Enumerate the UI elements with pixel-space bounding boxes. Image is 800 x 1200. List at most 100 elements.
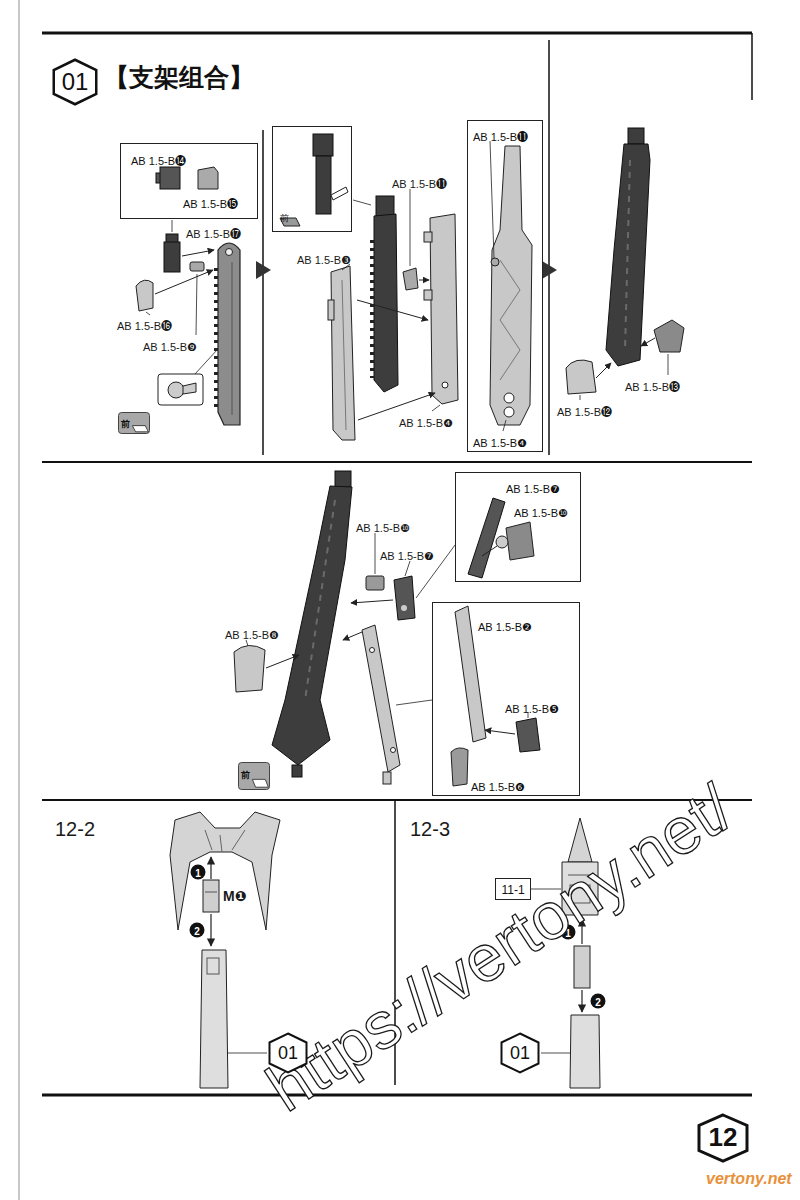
part-label: AB 1.5-B❾ [143,341,197,353]
rail-groove [342,280,346,430]
joint-link [482,546,497,556]
callout-number: 2 [194,926,200,937]
rail-teeth [370,240,374,378]
text-holder: AB 1.5-B⓯ [183,194,238,212]
part-label: AB 1.5-B❹ [473,437,527,449]
leader-line [172,220,173,232]
inset-box: AB 1.5-B❼AB 1.5-B❿ [455,472,581,582]
arm-hole [370,648,375,653]
rail-part [606,144,650,366]
leader-line [410,189,411,266]
text-holder: 01 [510,1043,530,1064]
inset-box: AB 1.5-B⓫ AB 1.5-B❹ [467,120,543,452]
front-icon: 前 [238,762,270,790]
bracket-part [506,522,534,560]
callout-number: 1 [195,868,201,879]
text-holder: AB 1.5-B❿ [514,503,568,521]
sub-step-number-holder: 12-3 [410,818,450,841]
bracket-hole [401,605,407,611]
stand-pole [570,1015,600,1088]
pole-detail [207,958,219,974]
callout-number: 2 [595,997,601,1008]
text-holder: AB 1.5-B⓫ [473,127,528,145]
part-label: AB 1.5-B❺ [505,703,559,715]
part-label-holder: AB 1.5-B❼ [380,546,434,564]
step-arrow [542,261,557,279]
assembly-arrow [210,857,211,879]
hexagon-shape [54,60,97,105]
arm-peg [383,772,391,784]
part-label-holder: AB 1.5-B❸ [297,250,351,268]
part-label: AB 1.5-B⓭ [625,381,680,393]
block-part [164,242,180,272]
joint-part [496,536,508,548]
step-hexagon: 01 [268,1032,308,1074]
rail-part [374,214,398,392]
front-mark: 前 [241,770,250,780]
part-label: AB 1.5-B❻ [471,781,525,793]
hexagon-shape [502,1034,539,1073]
assembly-arrow [266,655,299,668]
assembly-arrow [641,338,655,346]
part-label: 11-1 [501,883,524,897]
rail-detail [305,500,335,700]
step-circle [191,865,206,880]
frame-line [42,32,752,35]
frame-line [751,33,753,100]
step-hexagon: 01 [52,58,98,106]
leader-line [146,312,150,315]
text-holder: AB 1.5-B❻ [471,777,525,795]
rail-hook [424,232,432,242]
stand-pole [200,950,228,1088]
assembly-arrow [357,300,428,320]
part-label: AB 1.5-B❿ [356,522,410,534]
leader-line [668,354,669,375]
bracket-part [394,576,415,620]
part-label-holder: M❶ [223,887,247,905]
text-holder: 01 [62,68,89,96]
watermark: https://vertony.net/ [254,770,746,1125]
leader-line [195,350,217,374]
rail-part [316,156,331,214]
panel-divider [548,40,550,455]
rail-notch [328,300,334,320]
inset-box: 前 [272,126,352,232]
section-title: 【支架组合】 [104,63,254,91]
rail-part [430,214,458,404]
part-label-holder: AB 1.5-B⓱ [186,224,241,242]
sticker-strip [331,187,348,200]
scan-edge [18,0,20,1200]
text-holder: 前 [280,207,289,225]
rail-part [272,486,352,765]
block-part [198,167,218,189]
step-number: 01 [278,1043,298,1063]
cover-part [451,748,468,786]
bracket-part [516,718,540,752]
rail-part [331,266,355,440]
assembly-arrow [581,990,582,1012]
leader-line [580,395,581,400]
part-label: AB 1.5-B⓬ [557,406,612,418]
watermark-holder: https://vertony.net/ [256,774,743,1122]
rail-peg [491,258,499,266]
step-number: 01 [62,68,89,95]
leader-line [503,420,506,431]
part-label: AB 1.5-B❹ [399,417,453,429]
sub-step-number: 12-2 [55,818,95,840]
rail-hole [504,407,514,417]
text-holder: 前 [121,413,130,431]
text-holder: AB 1.5-B❷ [478,617,532,635]
front-mark: 前 [121,419,130,429]
arm-part [362,625,400,772]
leader-line [405,561,410,576]
assembly-arrow [358,393,435,420]
rail-hole [226,249,233,256]
rail-part [628,128,644,144]
leader-line [228,1053,267,1054]
part-label: AB 1.5-B⓱ [186,228,241,240]
part-label-holder: AB 1.5-B❹ [399,413,453,431]
joint-detail [205,892,217,893]
callout-number-holder: 1 [190,865,206,881]
rail-part [490,146,532,425]
page-number: 12 [697,1113,749,1163]
